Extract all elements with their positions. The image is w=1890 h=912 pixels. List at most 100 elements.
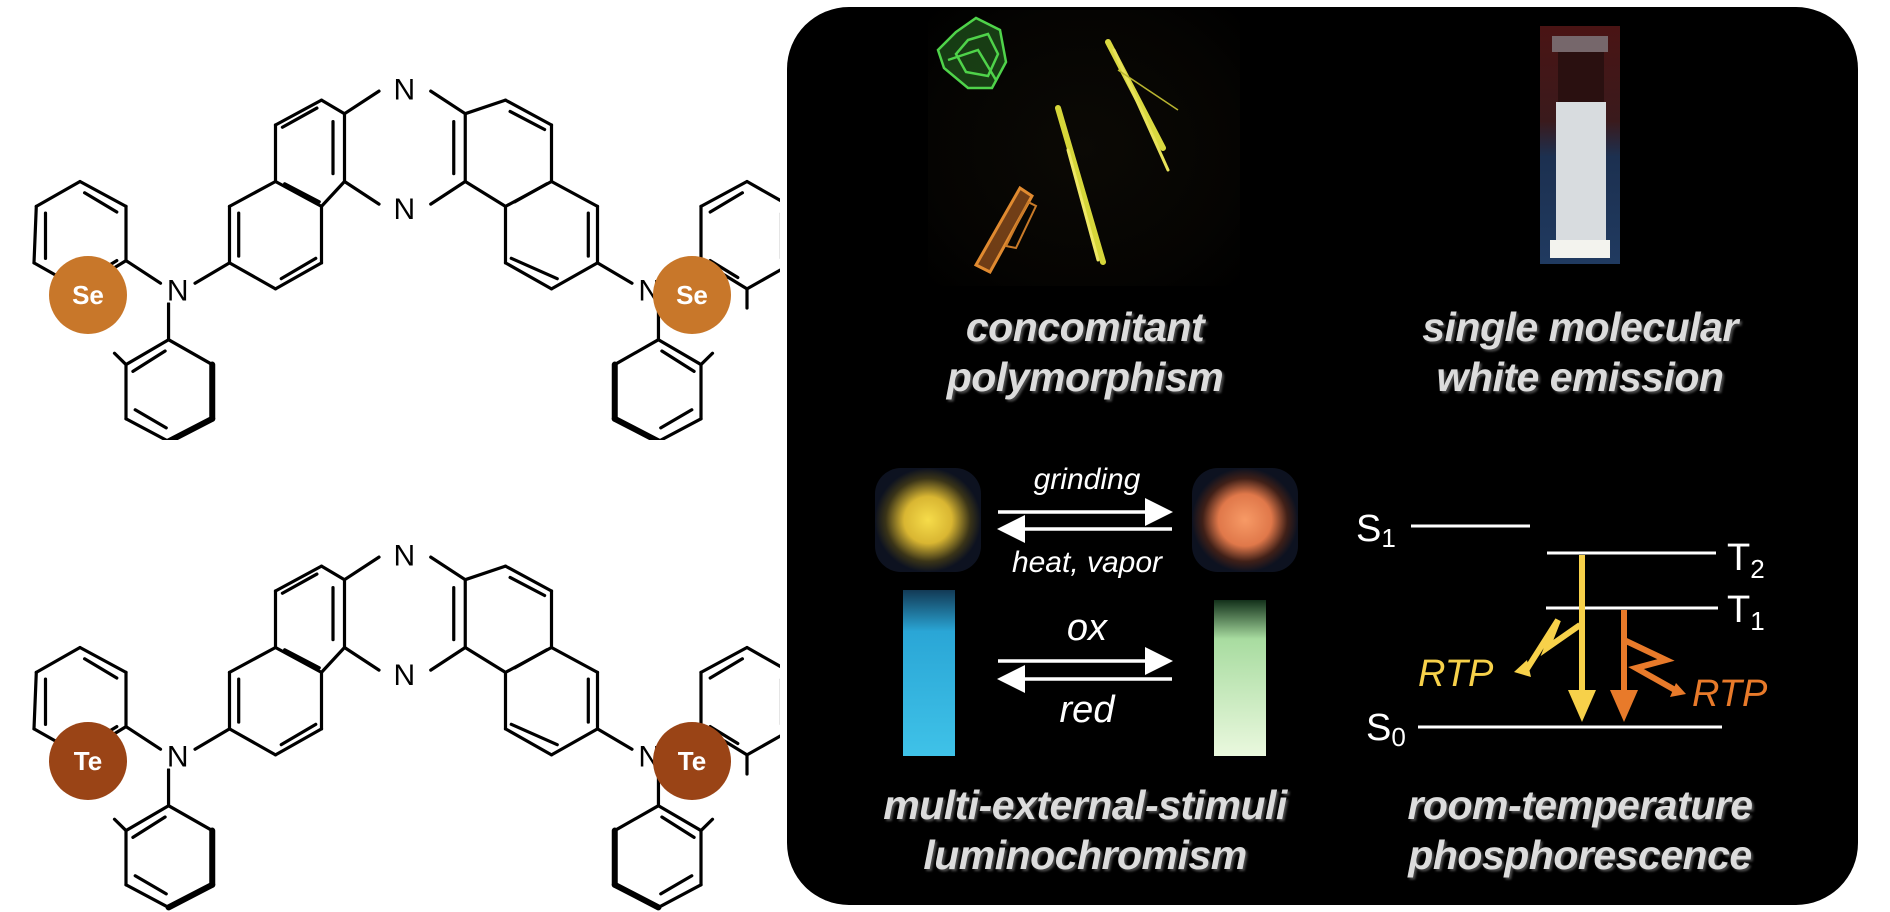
bond-line bbox=[279, 256, 318, 281]
bond-line bbox=[463, 179, 508, 208]
bond-line bbox=[342, 555, 381, 582]
wedge-bond-line bbox=[165, 881, 216, 911]
property-label-rtp: room-temperature phosphorescence bbox=[1390, 780, 1770, 880]
bond-line bbox=[613, 804, 661, 833]
label-line: concomitant bbox=[965, 304, 1205, 350]
bond-line bbox=[699, 179, 749, 208]
bond-line bbox=[549, 261, 600, 291]
bond-line bbox=[503, 727, 554, 757]
bond-line bbox=[429, 179, 467, 206]
pyrazine-nitrogen-label: N bbox=[393, 193, 415, 226]
se-atom-left-circle bbox=[49, 256, 127, 334]
property-label-polymorphism: concomitant polymorphism bbox=[890, 302, 1280, 402]
bond-line bbox=[124, 883, 171, 909]
bond-line bbox=[166, 338, 214, 367]
bond-line bbox=[227, 261, 278, 291]
bond-line bbox=[133, 408, 168, 430]
bond-line bbox=[509, 722, 559, 747]
bond-line bbox=[273, 645, 324, 674]
se-atom-right-circle bbox=[653, 256, 731, 334]
atom-label-backdrop bbox=[164, 738, 191, 769]
atom-label-backdrop bbox=[391, 71, 418, 102]
bond-line bbox=[659, 408, 694, 430]
wedge-bond-line bbox=[165, 415, 216, 440]
bond-line bbox=[319, 179, 347, 208]
bond-line bbox=[124, 259, 163, 285]
bond-line bbox=[342, 89, 381, 116]
bond-line bbox=[193, 261, 232, 285]
bond-line bbox=[227, 179, 278, 208]
bond-line bbox=[82, 191, 119, 214]
bond-line bbox=[78, 645, 128, 674]
se-atom-left-label: Se bbox=[72, 280, 104, 310]
bond-line bbox=[429, 645, 467, 672]
polymorph-crystals-photo bbox=[928, 10, 1240, 286]
bond-line bbox=[283, 182, 321, 204]
property-label-luminochromism: multi-external-stimuli luminochromism bbox=[850, 780, 1320, 880]
bond-line bbox=[463, 98, 508, 116]
bond-line bbox=[429, 89, 467, 116]
white-emission-cuvette-photo bbox=[1540, 26, 1620, 264]
wedge-bond-line bbox=[611, 881, 662, 911]
bond-line bbox=[319, 564, 347, 582]
bond-line bbox=[699, 817, 715, 833]
label-line: polymorphism bbox=[946, 354, 1224, 400]
bond-line bbox=[342, 179, 381, 206]
te-atom-right-circle bbox=[653, 722, 731, 800]
te-atom-left-label: Te bbox=[74, 746, 102, 776]
bond-line bbox=[279, 722, 318, 747]
atom-label-backdrop bbox=[164, 272, 191, 303]
pyrazine-nitrogen-label: N bbox=[393, 73, 415, 106]
bond-line bbox=[745, 645, 780, 669]
bond-line bbox=[166, 804, 214, 833]
bond-line bbox=[34, 179, 82, 208]
bond-line bbox=[660, 815, 696, 839]
bond-line bbox=[513, 182, 549, 204]
bond-line bbox=[131, 815, 167, 839]
label-line: multi-external-stimuli bbox=[883, 782, 1287, 828]
bond-line bbox=[112, 351, 128, 367]
bond-line bbox=[708, 657, 745, 680]
bond-line bbox=[660, 349, 696, 373]
bond-line bbox=[503, 564, 554, 593]
orange-crystal bbox=[973, 185, 1038, 274]
bond-line bbox=[319, 645, 347, 674]
bond-line bbox=[34, 645, 82, 674]
te-atom-right-label: Te bbox=[678, 746, 706, 776]
bond-line bbox=[193, 727, 232, 751]
bond-line bbox=[32, 204, 38, 265]
bond-line bbox=[124, 338, 171, 367]
bond-line bbox=[273, 727, 324, 757]
bond-line bbox=[227, 645, 278, 674]
label-line: white emission bbox=[1436, 354, 1724, 400]
bond-line bbox=[549, 179, 600, 208]
bond-line bbox=[745, 734, 780, 757]
bond-line bbox=[124, 725, 163, 751]
bond-line bbox=[124, 417, 170, 440]
bond-line bbox=[513, 648, 549, 670]
bond-line bbox=[503, 261, 554, 291]
amine-nitrogen-label: N bbox=[167, 275, 189, 308]
bond-line bbox=[124, 804, 171, 833]
pyrazine-nitrogen-label: N bbox=[393, 539, 415, 572]
bond-line bbox=[82, 657, 119, 680]
bond-line bbox=[280, 572, 319, 595]
bond-line bbox=[549, 645, 600, 674]
bond-line bbox=[133, 874, 168, 896]
pyrazine-nitrogen-label: N bbox=[393, 659, 415, 692]
bond-line bbox=[78, 179, 128, 208]
bond-line bbox=[283, 648, 321, 670]
bond-line bbox=[656, 804, 703, 833]
bond-line bbox=[273, 564, 324, 593]
bond-line bbox=[659, 874, 694, 896]
wedge-bond-line bbox=[611, 415, 662, 440]
bond-line bbox=[508, 109, 547, 132]
atom-label-backdrop bbox=[391, 191, 418, 222]
bond-line bbox=[503, 98, 554, 127]
se-atom-right-label: Se bbox=[676, 280, 708, 310]
